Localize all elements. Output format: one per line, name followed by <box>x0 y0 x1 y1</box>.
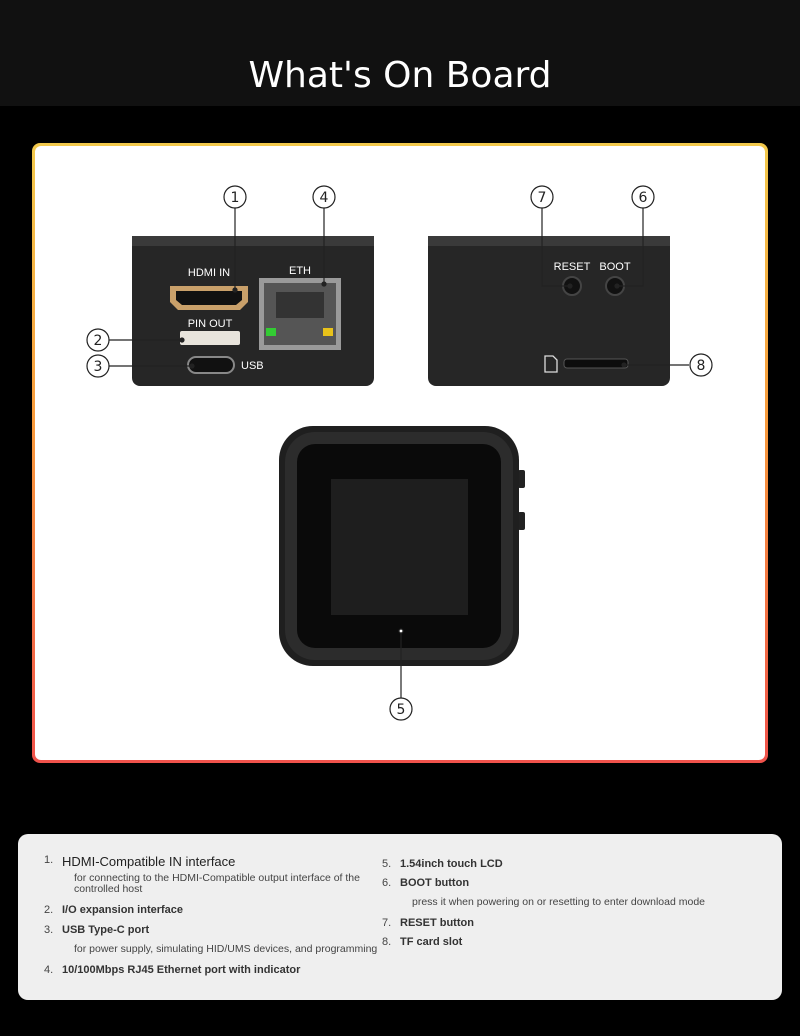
legend-item-1: 1. HDMI-Compatible IN interface for conn… <box>44 854 360 895</box>
svg-text:5: 5 <box>397 702 406 718</box>
usb-label: USB <box>241 360 264 372</box>
device-front-view: HDMI IN ETH PIN OUT USB <box>132 236 374 386</box>
device-back-view: RESET BOOT <box>428 236 670 386</box>
header-bar: What's On Board <box>0 0 800 106</box>
device-lcd-view <box>279 426 525 666</box>
pin-out-label: PIN OUT <box>188 318 233 330</box>
hdmi-in-label: HDMI IN <box>188 267 230 279</box>
callout-4: 4 <box>312 185 336 209</box>
sd-card-icon <box>544 355 558 373</box>
eth-label: ETH <box>289 265 311 277</box>
legend-panel: 1. HDMI-Compatible IN interface for conn… <box>18 834 782 1000</box>
lcd-screen <box>331 479 468 615</box>
svg-text:6: 6 <box>639 190 648 206</box>
page-title: What's On Board <box>248 55 552 96</box>
svg-text:1: 1 <box>231 190 240 206</box>
callout-3: 3 <box>86 354 110 378</box>
callout-7: 7 <box>530 185 554 209</box>
usb-c-port-icon <box>187 356 235 374</box>
legend-item-4: 4. 10/100Mbps RJ45 Ethernet port with in… <box>44 964 301 976</box>
svg-text:3: 3 <box>94 359 103 375</box>
legend-right-column: 5. 1.54inch touch LCD 6. BOOT button pre… <box>376 858 766 948</box>
legend-item-6: 6. BOOT button press it when powering on… <box>382 877 706 908</box>
callout-8: 8 <box>689 353 713 377</box>
board-diagram: HDMI IN ETH PIN OUT USB RESET BOOT <box>86 185 713 721</box>
callout-5: 5 <box>389 697 413 721</box>
legend-item-5: 5. 1.54inch touch LCD <box>382 858 503 870</box>
legend-left-column: 1. HDMI-Compatible IN interface for conn… <box>38 854 378 976</box>
callout-2: 2 <box>86 328 110 352</box>
ethernet-port-icon <box>259 278 341 350</box>
svg-text:7: 7 <box>538 190 547 206</box>
legend-item-3: 3. USB Type-C port for power supply, sim… <box>44 924 378 955</box>
svg-text:4: 4 <box>320 190 329 206</box>
hdmi-port-icon <box>170 286 248 310</box>
callout-lines <box>109 208 689 698</box>
callout-markers: 1 4 2 3 7 6 8 5 <box>86 185 713 721</box>
callout-6: 6 <box>631 185 655 209</box>
legend-item-2: 2. I/O expansion interface <box>44 904 184 916</box>
pin-header-icon <box>180 331 240 345</box>
svg-text:2: 2 <box>94 333 103 349</box>
callout-1: 1 <box>223 185 247 209</box>
reset-label: RESET <box>554 261 591 273</box>
tf-card-slot-icon <box>563 358 629 369</box>
legend-item-8: 8. TF card slot <box>382 936 463 948</box>
svg-text:8: 8 <box>697 358 706 374</box>
legend-item-7: 7. RESET button <box>382 917 474 929</box>
boot-label: BOOT <box>599 261 630 273</box>
